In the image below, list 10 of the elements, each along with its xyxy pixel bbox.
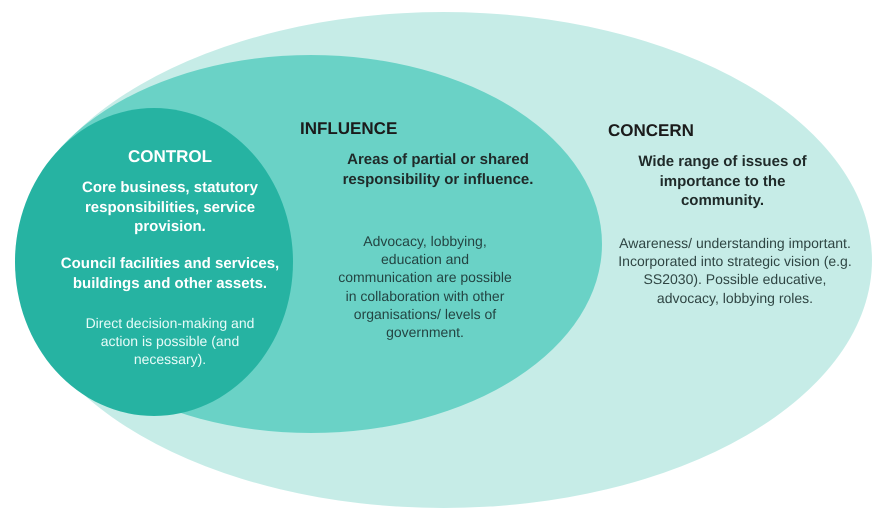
heading: INFLUENCE: [300, 118, 398, 140]
description-text: Awareness/ understanding important. Incorporated into strategic vision (e.g. SS2030). Possible educative, advocacy, lobbying roles.: [617, 234, 853, 307]
description: Wide range of issues of importance to the community.: [637, 152, 808, 210]
heading: CONTROL: [126, 146, 214, 168]
description: Areas of partial or shared responsibility or influence.: [342, 150, 534, 189]
heading: CONCERN: [608, 120, 695, 142]
description: Council facilities and services, buildings and other assets.: [60, 254, 280, 293]
description: Core business, statutory responsibilities, service provision.: [81, 178, 259, 236]
description-text: Advocacy, lobbying, education and communication are possible in collaboration with other organisations/ levels of government.: [337, 232, 513, 342]
description-text: Direct decision-making and action is possible (and necessary).: [84, 314, 256, 369]
